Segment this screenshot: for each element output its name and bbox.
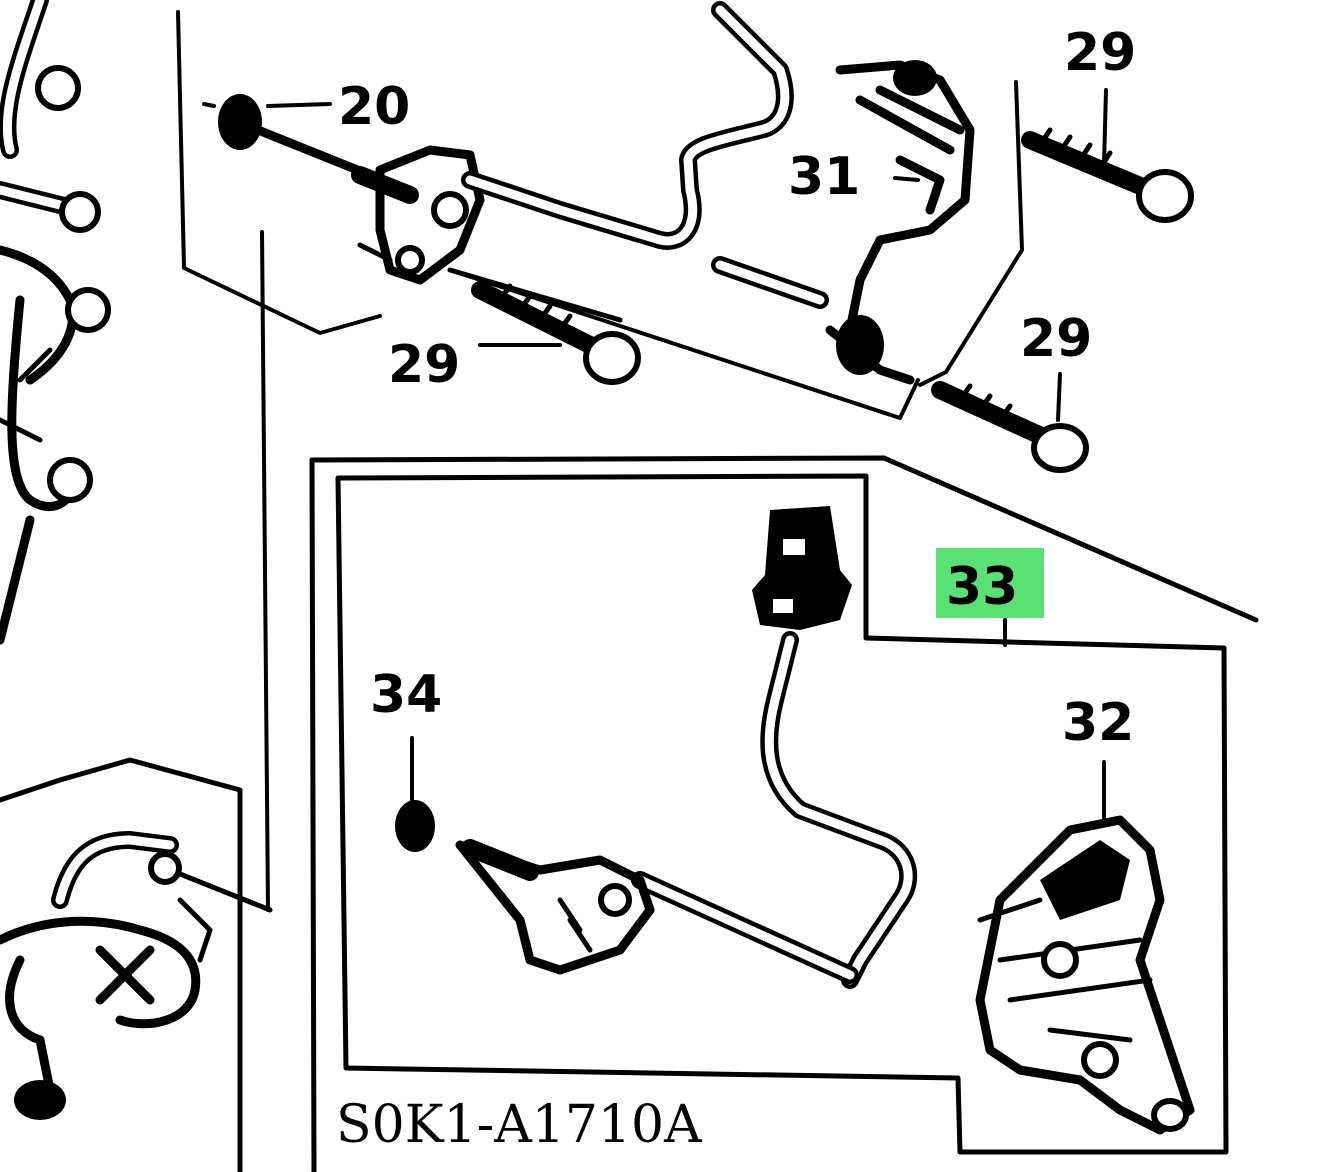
cap-20 [218,94,262,150]
callout-20[interactable]: 20 [338,77,410,137]
upper-cylinder-assembly [218,1,794,323]
callout-31[interactable]: 31 [788,147,860,207]
upper-frame [176,10,1024,912]
left-assembly-top [0,0,111,645]
kit-leaders [410,736,1106,822]
callout-29-bottom[interactable]: 29 [1020,309,1092,369]
cap-34 [395,800,435,852]
bolt-29-mid [471,281,641,385]
left-assembly-bottom [0,757,273,1172]
callout-29-mid[interactable]: 29 [388,335,460,395]
drawing-code: S0K1-A1710A [336,1095,703,1155]
callout-33[interactable]: 33 [946,557,1018,617]
callout-34[interactable]: 34 [370,665,442,725]
callout-32[interactable]: 32 [1062,693,1134,753]
bracket-31 [711,60,975,385]
kit-33-outline [309,455,1259,1172]
upper-leaders [266,88,1108,422]
bolt-29-right-bottom [931,381,1089,473]
bracket-32 [975,815,1195,1135]
bolt-29-right-top [1021,127,1194,223]
callout-29-top[interactable]: 29 [1064,23,1136,83]
kit-cylinder-assembly [395,506,918,989]
highlight-33 [936,548,1044,618]
